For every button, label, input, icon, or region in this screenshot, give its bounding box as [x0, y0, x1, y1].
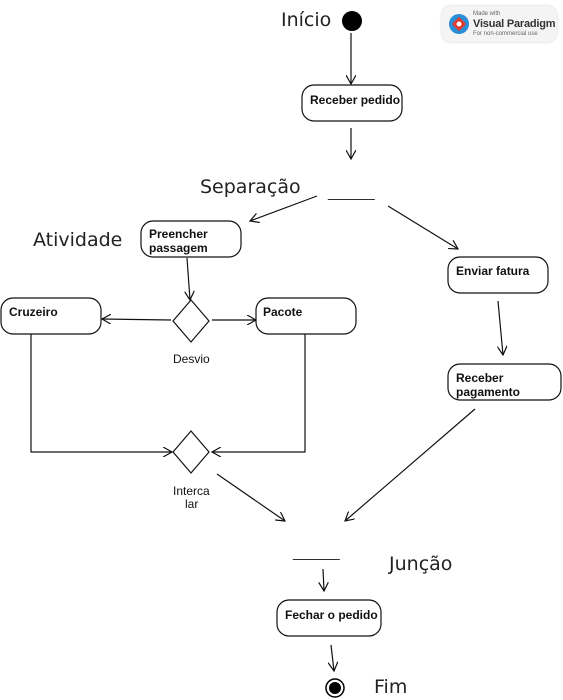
- flow-intercalar-juncao: [216, 473, 285, 521]
- separacao-label: Separação: [200, 176, 301, 198]
- inicio-label: Início: [281, 9, 331, 31]
- atividade-label: Atividade: [33, 229, 122, 251]
- receber-pagamento-node[interactable]: Receber pagamento: [447, 363, 562, 401]
- intercalar-label-line1: Interca: [173, 484, 210, 498]
- flow-cruzeiro-intercalar: [30, 334, 172, 452]
- cruzeiro-label: Cruzeiro: [9, 305, 58, 319]
- fechar-pedido-label: Fechar o pedido: [285, 608, 378, 622]
- fechar-pedido-node[interactable]: Fechar o pedido: [276, 599, 382, 637]
- receber-pedido-label: Receber pedido: [310, 93, 400, 107]
- juncao-label: Junção: [388, 553, 452, 575]
- intercalar-merge[interactable]: [172, 430, 210, 474]
- flow-juncao-fechar: [323, 568, 324, 591]
- preencher-label-line2: passagem: [149, 241, 208, 255]
- flow-pagamento-juncao: [345, 408, 476, 521]
- enviar-fatura-label: Enviar fatura: [456, 264, 530, 278]
- flow-fatura-pagamento: [498, 300, 503, 355]
- intercalar-label-line2: lar: [185, 497, 198, 511]
- final-node-dot: [329, 682, 341, 694]
- pacote-node[interactable]: Pacote: [255, 297, 357, 335]
- flow-preencher-desvio: [187, 257, 190, 300]
- badge-made-with: Made with: [473, 11, 501, 17]
- fim-label: Fim: [374, 676, 407, 698]
- enviar-fatura-node[interactable]: Enviar fatura: [447, 256, 549, 294]
- receber-pedido-node[interactable]: Receber pedido: [301, 84, 403, 122]
- receber-pagamento-label-line1: Receber: [456, 371, 504, 385]
- visual-paradigm-badge[interactable]: Made with Visual Paradigm For non-commer…: [442, 6, 557, 42]
- receber-pagamento-label-line2: pagamento: [456, 385, 520, 399]
- flow-separacao-preencher: [250, 195, 318, 221]
- flow-fechar-fim: [331, 644, 334, 671]
- preencher-label-line1: Preencher: [149, 227, 208, 241]
- separacao-bar: ______: [327, 184, 375, 200]
- preencher-passagem-node[interactable]: Preencher passagem: [140, 220, 242, 258]
- badge-subtitle: For non-commercial use: [473, 31, 538, 37]
- desvio-label: Desvio: [173, 352, 210, 366]
- initial-node[interactable]: [342, 11, 362, 31]
- juncao-bar: ______: [292, 544, 340, 560]
- desvio-decision[interactable]: [172, 299, 210, 343]
- flow-separacao-fatura: [387, 205, 458, 249]
- flow-pacote-intercalar: [212, 334, 306, 452]
- pacote-label: Pacote: [263, 305, 303, 319]
- flow-desvio-cruzeiro: [102, 319, 172, 320]
- badge-title: Visual Paradigm: [473, 18, 556, 30]
- visual-paradigm-logo-icon: [449, 14, 469, 34]
- cruzeiro-node[interactable]: Cruzeiro: [0, 297, 102, 335]
